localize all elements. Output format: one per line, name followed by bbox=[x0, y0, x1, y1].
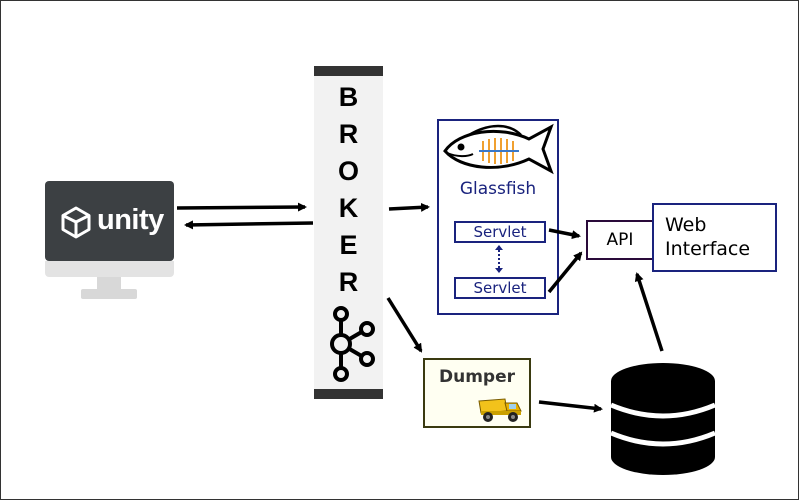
arrow-database-to-api bbox=[634, 272, 664, 352]
servlet-ellipsis-icon bbox=[495, 245, 503, 273]
web-interface-line2: Interface bbox=[665, 238, 751, 260]
web-interface-box: Web Interface bbox=[652, 203, 777, 272]
monitor-screen bbox=[45, 181, 174, 261]
arrow-servlet-bottom-to-api bbox=[547, 251, 583, 294]
glassfish-fish-icon bbox=[443, 123, 554, 175]
monitor-stand bbox=[81, 289, 137, 299]
broker-letter-o: O bbox=[337, 156, 359, 186]
kafka-icon bbox=[330, 306, 375, 382]
arrow-broker-to-dumper bbox=[386, 297, 423, 353]
monitor-chin bbox=[45, 261, 174, 277]
unity-logo-icon bbox=[61, 206, 91, 239]
arrow-servlet-to-api bbox=[548, 228, 581, 240]
broker-letter-e: E bbox=[339, 230, 358, 260]
unity-label: unity bbox=[97, 204, 164, 236]
broker-letter-r: R bbox=[338, 119, 359, 149]
database-icon bbox=[610, 363, 716, 475]
arrow-broker-to-unity bbox=[184, 220, 314, 230]
api-box: API bbox=[586, 220, 654, 260]
arrow-unity-to-broker bbox=[176, 202, 307, 212]
broker-letter-b: B bbox=[338, 82, 359, 112]
servlet-top-box: Servlet bbox=[454, 221, 546, 243]
broker-letter-r2: R bbox=[338, 267, 359, 297]
servlet-bottom-box: Servlet bbox=[454, 277, 546, 299]
arrow-broker-to-glassfish bbox=[388, 202, 430, 212]
monitor-neck bbox=[97, 277, 121, 289]
dump-truck-icon bbox=[478, 398, 522, 422]
dumper-label: Dumper bbox=[438, 367, 515, 387]
arrow-dumper-to-database bbox=[538, 400, 603, 413]
glassfish-label: Glassfish bbox=[459, 179, 537, 199]
web-interface-line1: Web bbox=[665, 214, 707, 236]
broker-letter-k: K bbox=[338, 193, 359, 223]
